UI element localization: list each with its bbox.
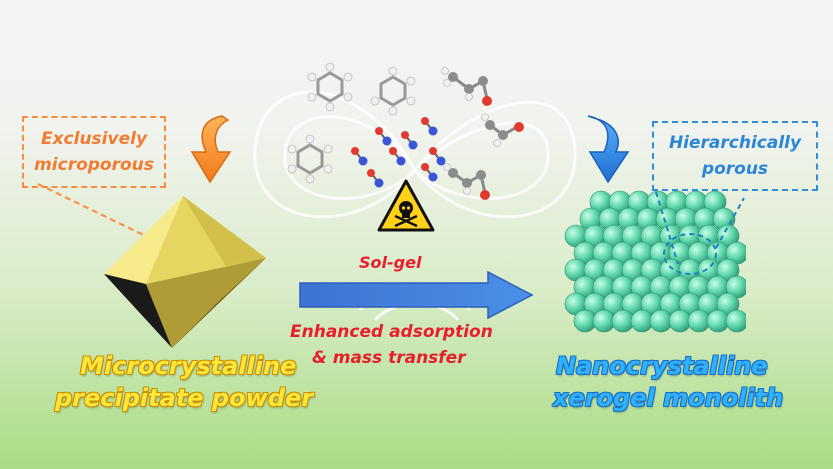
right-product-line2: xerogel monolith — [553, 384, 784, 412]
process-effect-line1: Enhanced adsorption — [290, 322, 493, 342]
right-callout-line2: porous — [701, 159, 769, 179]
right-callout-line1: Hierarchically — [668, 133, 802, 153]
left-callout-line2: microporous — [34, 155, 154, 175]
left-product-line2: precipitate powder — [55, 384, 314, 412]
process-arrow — [299, 270, 534, 320]
left-product-line1: Microcrystalline — [80, 352, 297, 380]
hazard-skull-crossbones-icon — [377, 179, 435, 232]
left-callout-box: Exclusively microporous — [22, 116, 166, 188]
right-product-line1: Nanocrystalline — [556, 352, 768, 380]
nanoparticle-sphere — [725, 309, 746, 333]
molecules-cluster — [287, 62, 524, 200]
left-callout-line1: Exclusively — [40, 129, 148, 149]
octahedral-crystal — [104, 196, 266, 348]
process-label: Sol-gel — [359, 253, 422, 272]
right-curved-arrow-icon — [587, 115, 630, 184]
left-curved-arrow-icon — [190, 115, 232, 184]
sphere-monolith — [564, 190, 746, 333]
right-callout-box: Hierarchically porous — [652, 121, 818, 191]
process-effect-line2: & mass transfer — [312, 348, 466, 368]
